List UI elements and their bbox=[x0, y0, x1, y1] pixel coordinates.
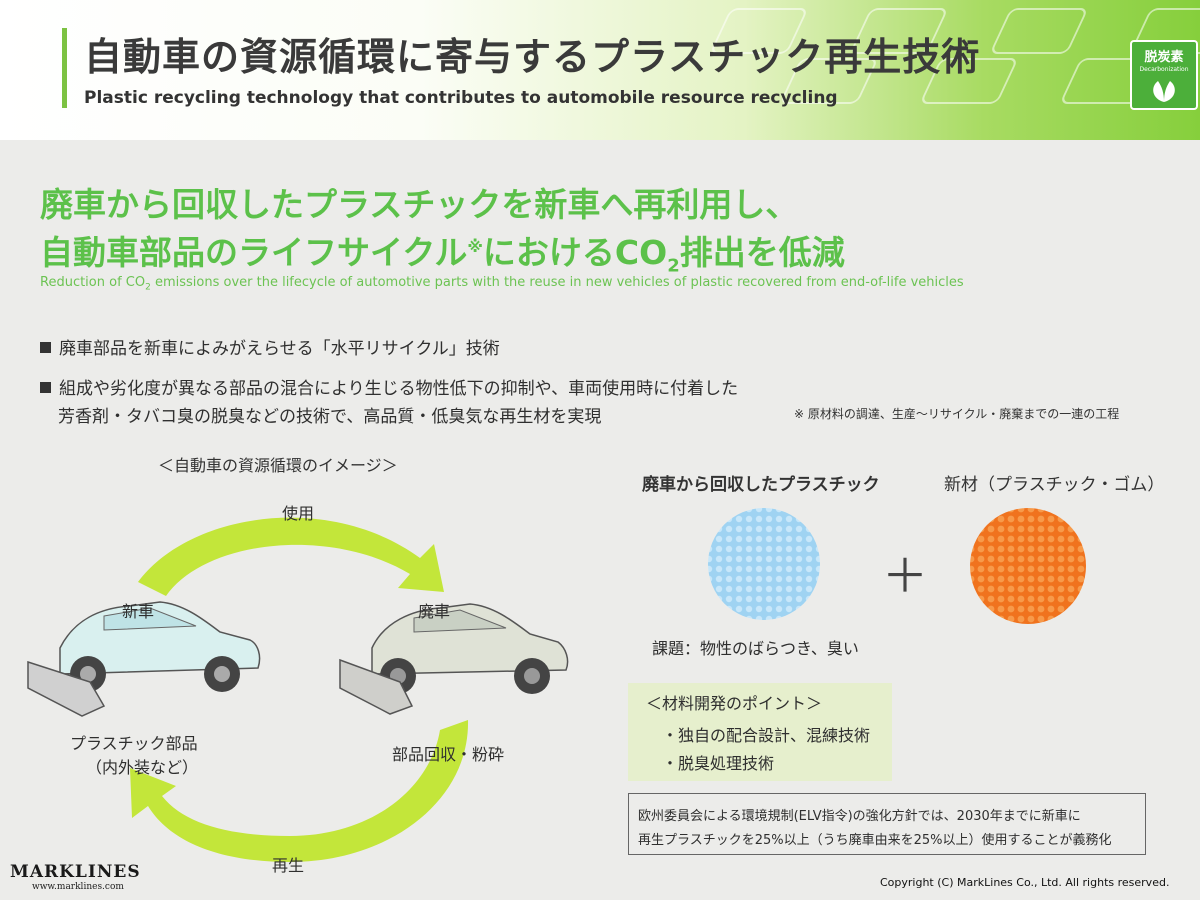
development-point-2: ・脱臭処理技術 bbox=[662, 754, 775, 773]
headline-english: Reduction of CO2 emissions over the life… bbox=[40, 275, 964, 293]
bullet-item-2-continued: 芳香剤・タバコ臭の脱臭などの技術で、高品質・低臭気な再生材を実現 bbox=[58, 407, 602, 427]
header-banner bbox=[0, 0, 1200, 140]
bullet-item-1-text: 廃車部品を新車によみがえらせる「水平リサイクル」技術 bbox=[59, 339, 500, 359]
development-point-1: ・独自の配合設計、混練技術 bbox=[662, 726, 871, 745]
decarbonization-badge: 脱炭素 Decarbonization bbox=[1130, 40, 1198, 110]
headline-en-sub: 2 bbox=[145, 282, 151, 293]
marklines-url: www.marklines.com bbox=[32, 882, 124, 892]
collect-crush-label: 部品回収・粉砕 bbox=[392, 745, 505, 764]
leaf-icon bbox=[1153, 81, 1175, 102]
headline-line-2-mid: におけるCO bbox=[482, 233, 668, 272]
regulation-box bbox=[628, 793, 1146, 855]
badge-label: 脱炭素 bbox=[1144, 50, 1184, 65]
footnote-mark: ※ bbox=[467, 237, 483, 256]
use-arrow bbox=[138, 517, 444, 596]
regenerate-label: 再生 bbox=[272, 856, 305, 875]
new-car-label: 新車 bbox=[122, 602, 155, 621]
new-car-illustration bbox=[27, 601, 261, 717]
headline-line-2-post: 排出を低減 bbox=[679, 233, 845, 272]
new-material-pellets bbox=[970, 508, 1086, 624]
end-of-life-car-illustration bbox=[339, 603, 569, 715]
bullet-square-icon bbox=[40, 382, 51, 393]
recovered-plastic-title: 廃車から回収したプラスチック bbox=[642, 475, 880, 495]
headline-line-2-pre: 自動車部品のライフサイクル bbox=[40, 233, 468, 272]
regenerate-arrow bbox=[130, 720, 469, 862]
co2-subscript: 2 bbox=[667, 255, 680, 277]
marklines-logo: MARKLINES bbox=[10, 862, 141, 882]
use-label: 使用 bbox=[282, 504, 315, 523]
headline-en-pre: Reduction of CO bbox=[40, 275, 146, 290]
plastic-parts-label: プラスチック部品 bbox=[70, 734, 198, 753]
recovered-plastic-pellets bbox=[708, 508, 820, 620]
diagram-caption: ＜自動車の資源循環のイメージ＞ bbox=[158, 456, 398, 475]
headline-line-2: 自動車部品のライフサイクル※におけるCO2排出を低減 bbox=[40, 226, 845, 277]
bullet-item-1: 廃車部品を新車によみがえらせる「水平リサイクル」技術 bbox=[40, 334, 500, 359]
bullet-item-2: 組成や劣化度が異なる部品の混合により生じる物性低下の抑制や、車両使用時に付着した bbox=[40, 374, 738, 399]
lifecycle-footnote: ※ 原材料の調達、生産～リサイクル・廃棄までの一連の工程 bbox=[794, 407, 1120, 421]
regulation-line-1: 欧州委員会による環境規制(ELV指令)の強化方針では、2030年までに新車に bbox=[638, 809, 1081, 824]
bullet-item-2-text: 組成や劣化度が異なる部品の混合により生じる物性低下の抑制や、車両使用時に付着した bbox=[59, 379, 739, 399]
headline-line-1: 廃車から回収したプラスチックを新車へ再利用し、 bbox=[40, 185, 799, 224]
resource-cycle-diagram bbox=[27, 517, 569, 862]
development-points-box bbox=[628, 683, 892, 781]
plastic-parts-sublabel: （内外装など） bbox=[86, 758, 199, 777]
new-material-title: 新材（プラスチック・ゴム） bbox=[944, 475, 1165, 495]
end-of-life-car-label: 廃車 bbox=[418, 602, 451, 621]
development-points-title: ＜材料開発のポイント＞ bbox=[646, 694, 823, 713]
title-accent-bar bbox=[62, 28, 67, 108]
page-title: 自動車の資源循環に寄与するプラスチック再生技術 bbox=[84, 35, 981, 79]
page-subtitle: Plastic recycling technology that contri… bbox=[84, 88, 838, 108]
badge-sublabel: Decarbonization bbox=[1139, 66, 1189, 73]
copyright-text: Copyright (C) MarkLines Co., Ltd. All ri… bbox=[880, 876, 1170, 889]
bullet-square-icon bbox=[40, 342, 51, 353]
plus-sign: ＋ bbox=[882, 549, 928, 603]
issue-text: 課題：物性のばらつき、臭い bbox=[652, 639, 859, 658]
headline-en-post: emissions over the lifecycle of automoti… bbox=[150, 275, 964, 290]
regulation-line-2: 再生プラスチックを25%以上（うち廃車由来を25%以上）使用することが義務化 bbox=[638, 833, 1112, 848]
